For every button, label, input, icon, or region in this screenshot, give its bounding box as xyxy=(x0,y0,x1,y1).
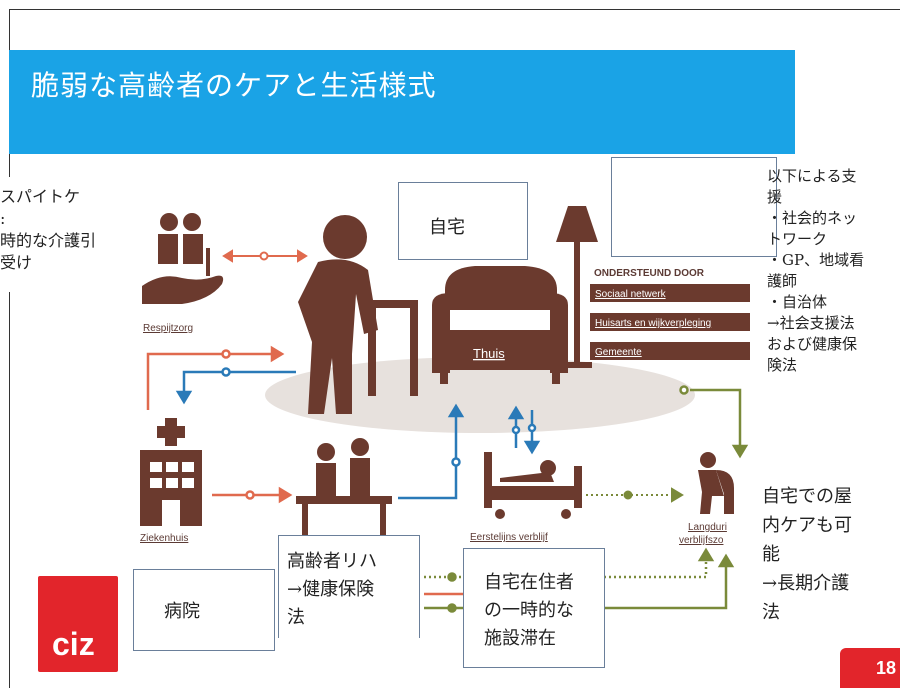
label-respijtzorg: Respijtzorg xyxy=(143,323,193,334)
label-huisarts: Huisarts en wijkverpleging xyxy=(595,318,711,329)
bed-icon xyxy=(484,452,582,519)
hospital-icon xyxy=(140,418,202,526)
floor-lamp-icon xyxy=(556,206,598,368)
label-thuis: Thuis xyxy=(473,346,505,361)
home-box-label: 自宅 xyxy=(429,217,465,238)
arrow-hospital-to-rehab xyxy=(212,486,293,504)
elderly-person-icon xyxy=(298,215,418,414)
temporary-stay-box: 自宅在住者 の一時的な 施設滞在 xyxy=(463,548,605,668)
arrow-respijt-home xyxy=(222,249,308,263)
empty-box xyxy=(611,157,777,257)
home-care-note: 自宅での屋 内ケアも可 能 →長期介護 法 xyxy=(762,486,852,623)
rehab-box: 高齢者リハ →健康保険 法 xyxy=(278,535,420,638)
label-langdurig-1: Langduri xyxy=(688,522,727,533)
arrow-home-to-hospital xyxy=(175,367,296,405)
gemeente-bar xyxy=(590,342,750,360)
respite-care-note: スパイトケ : 時的な介護引 受け xyxy=(0,187,97,272)
frame-top-line xyxy=(9,9,900,10)
page-number: 18 xyxy=(876,658,897,678)
rehab-icon xyxy=(296,438,392,540)
label-eerstelijns: Eerstelijns verblijf xyxy=(470,532,548,543)
frame-left-line-lower xyxy=(9,292,10,688)
respijtzorg-icon xyxy=(142,213,224,304)
label-ziekenhuis: Ziekenhuis xyxy=(140,533,188,544)
support-note: 以下による支 援 ・社会的ネッ トワーク ・GP、地域看 護師 ・自治体 →社会… xyxy=(767,167,865,374)
huisarts-bar xyxy=(590,313,750,331)
hospital-box: 病院 xyxy=(133,569,275,651)
home-box: 自宅 xyxy=(398,182,528,260)
arrow-hospital-to-home xyxy=(146,345,285,410)
ciz-logo-text: ciz xyxy=(52,626,95,662)
arrows-lower-to-longterm xyxy=(424,547,735,613)
arrow-home-to-longterm xyxy=(679,385,749,459)
label-ondersteund-door: ONDERSTEUND DOOR xyxy=(594,268,705,279)
longterm-care-icon xyxy=(698,452,734,514)
page-number-badge: 18 xyxy=(840,648,900,688)
temporary-stay-box-label: 自宅在住者 の一時的な 施設滞在 xyxy=(484,572,574,649)
label-sociaal-netwerk: Sociaal netwerk xyxy=(595,289,667,300)
hospital-box-label: 病院 xyxy=(164,601,200,622)
armchair-icon xyxy=(432,266,568,384)
label-langdurig-2: verblijfszo xyxy=(679,535,724,546)
slide-title: 脆弱な高齢者のケアと生活様式 xyxy=(31,69,437,102)
arrow-rehab-to-home xyxy=(398,403,465,500)
ciz-logo: ciz xyxy=(38,576,118,672)
arrows-eerstelijns-home xyxy=(507,405,541,455)
label-gemeente: Gemeente xyxy=(595,347,642,358)
arrow-eerstelijns-to-longterm xyxy=(586,487,684,503)
rehab-box-label: 高齢者リハ →健康保険 法 xyxy=(287,551,377,628)
title-bar: 脆弱な高齢者のケアと生活様式 xyxy=(9,50,795,154)
sociaal-netwerk-bar xyxy=(590,284,750,302)
